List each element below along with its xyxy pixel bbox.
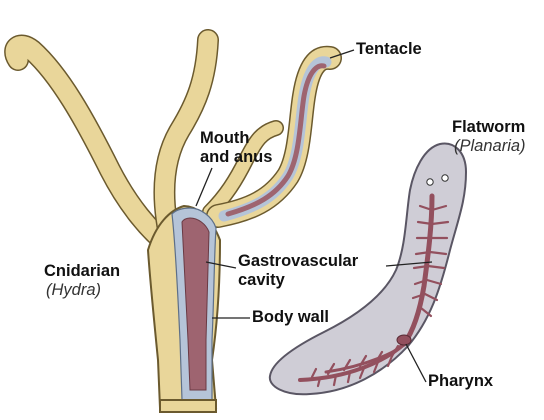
leader-lines bbox=[195, 49, 433, 383]
label-cnidarian-sci: (Hydra) bbox=[46, 281, 102, 299]
leader-gastro-hydra bbox=[205, 261, 237, 269]
label-body-wall: Body wall bbox=[252, 308, 329, 327]
label-mouth-line2: and anus bbox=[200, 148, 273, 166]
label-body-wall-text: Body wall bbox=[252, 308, 330, 326]
label-cnidarian: Cnidarian (Hydra) bbox=[44, 262, 120, 300]
leader-pharynx bbox=[405, 343, 427, 383]
label-gastro-line1: Gastrovascular bbox=[238, 252, 359, 270]
flatworm-eyespot-right bbox=[441, 174, 449, 182]
label-flatworm: Flatworm (Planaria) bbox=[452, 118, 526, 156]
label-cnidarian-text: Cnidarian bbox=[44, 262, 121, 280]
leader-tentacle bbox=[329, 49, 355, 59]
leader-gastro-flatworm bbox=[385, 261, 433, 267]
label-gastro-line2: cavity bbox=[238, 271, 285, 289]
label-mouth-line1: Mouth bbox=[200, 129, 250, 147]
label-pharynx: Pharynx bbox=[428, 372, 493, 391]
label-flatworm-text: Flatworm bbox=[452, 118, 526, 136]
hydra-base bbox=[159, 399, 217, 413]
hydra-body bbox=[4, 29, 342, 413]
flatworm-pharynx bbox=[396, 334, 412, 346]
flatworm-eyespot-left bbox=[426, 178, 434, 186]
leader-mouth bbox=[195, 167, 213, 207]
label-gastrovascular-cavity: Gastrovascular cavity bbox=[238, 252, 358, 290]
flatworm-body bbox=[268, 142, 468, 396]
label-tentacle-text: Tentacle bbox=[356, 40, 422, 58]
label-pharynx-text: Pharynx bbox=[428, 372, 494, 390]
label-flatworm-sci: (Planaria) bbox=[454, 137, 526, 155]
flatworm-gut bbox=[401, 193, 435, 347]
label-tentacle: Tentacle bbox=[356, 40, 422, 59]
label-mouth-and-anus: Mouth and anus bbox=[200, 129, 272, 167]
